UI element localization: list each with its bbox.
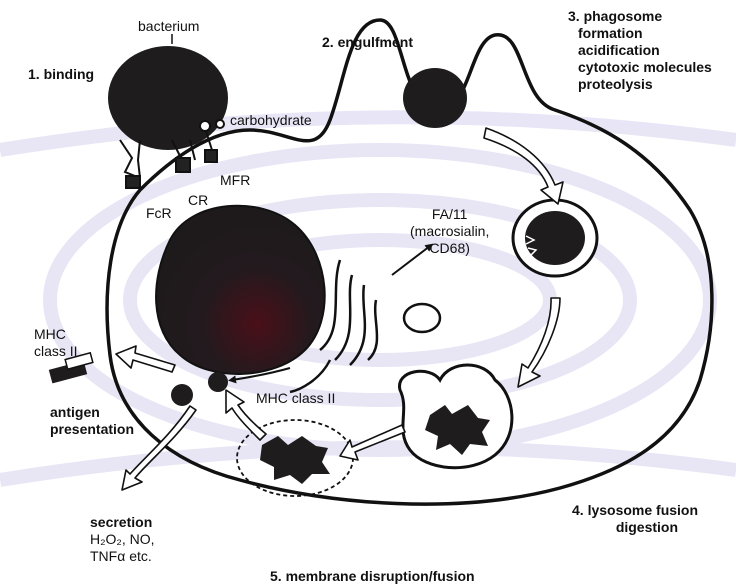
phagosome-line-4: cytotoxic molecules [568,59,712,76]
label-membrane-disruption: 5. membrane disruption/fusion [270,568,475,585]
phagosome-line-3: acidification [568,42,712,59]
label-fcr: FcR [146,205,172,222]
phagosome-line-5: proteolysis [568,76,712,93]
label-mhc-class-ii-inner: MHC class II [256,390,335,407]
label-binding: 1. binding [28,66,94,83]
antigen-line-2: presentation [50,421,134,438]
lysosome-line-1: 4. lysosome fusion [572,502,698,519]
label-mhc-class-ii-surface: MHC class II [34,326,78,360]
label-mfr: MFR [220,172,250,189]
secretion-line-3: TNFα etc. [90,548,155,565]
fa11-line-3: CD68) [410,240,489,257]
label-antigen-presentation: antigen presentation [50,404,134,438]
mhc-vesicle-1 [171,384,193,406]
label-lysosome-fusion: 4. lysosome fusion digestion [572,502,698,536]
label-cr: CR [188,192,208,209]
antigen-line-1: antigen [50,404,134,421]
fa11-line-2: (macrosialin, [410,223,489,240]
label-phagosome-formation: 3. phagosome formation acidification cyt… [568,8,712,93]
fa11-line-1: FA/11 [410,206,489,223]
phagosome-line-2: formation [568,25,712,42]
mhc-surface-line-1: MHC [34,326,78,343]
nucleus [156,206,325,374]
mhc-vesicle-2 [208,372,228,392]
phagosome-content [525,211,585,265]
mhc-surface-line-2: class II [34,343,78,360]
label-fa11: FA/11 (macrosialin, CD68) [410,206,489,257]
lysosome-line-2: digestion [572,519,698,536]
secretion-line-2: H₂O₂, NO, [90,531,155,548]
label-engulfment: 2. engulfment [322,34,413,51]
secretion-line-1: secretion [90,514,155,531]
bacterium-shape [108,46,228,150]
label-secretion: secretion H₂O₂, NO, TNFα etc. [90,514,155,565]
label-bacterium: bacterium [138,18,199,35]
vesicle [404,304,440,332]
phagosome-line-1: 3. phagosome [568,8,712,25]
engulfed-bacterium [403,68,467,128]
label-carbohydrate: carbohydrate [230,112,312,129]
